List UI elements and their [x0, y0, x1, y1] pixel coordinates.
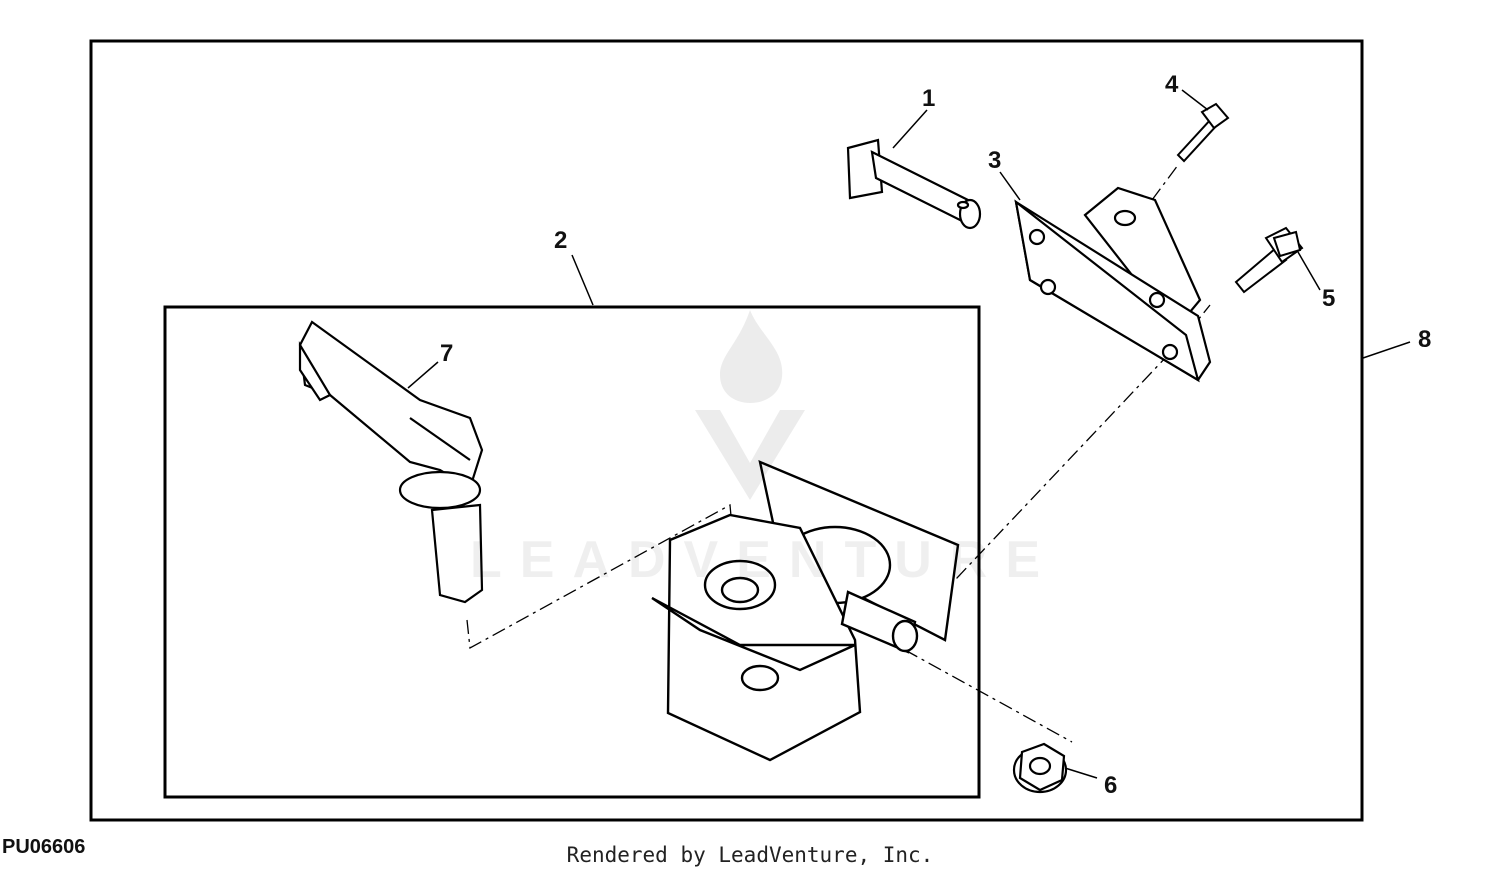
bolt-part-5: [1234, 226, 1304, 294]
render-credit: Rendered by LeadVenture, Inc.: [566, 843, 934, 867]
callout-7: 7: [440, 340, 453, 367]
nut-part-6: [1012, 742, 1068, 794]
callout-8: 8: [1418, 326, 1431, 353]
screw-part-4: [1176, 102, 1230, 163]
callout-1: 1: [922, 85, 935, 112]
handle-part-7: [298, 320, 484, 604]
callout-5: 5: [1322, 285, 1335, 312]
figure-id: PU06606: [2, 836, 86, 858]
callout-4: 4: [1165, 71, 1179, 98]
pivot-bracket-assembly: [651, 460, 960, 762]
leader-lines: [407, 89, 1411, 779]
callout-2: 2: [554, 227, 567, 254]
inner-assembly-frame: [163, 305, 981, 799]
outer-kit-frame: [89, 39, 1364, 822]
watermark-logo-icon: [695, 310, 805, 500]
pin-part-1: [846, 138, 982, 230]
callout-3: 3: [988, 147, 1001, 174]
bracket-part-3: [1014, 186, 1212, 383]
watermark-text: LEADVENTURE: [470, 531, 1059, 589]
callout-6: 6: [1104, 772, 1117, 799]
